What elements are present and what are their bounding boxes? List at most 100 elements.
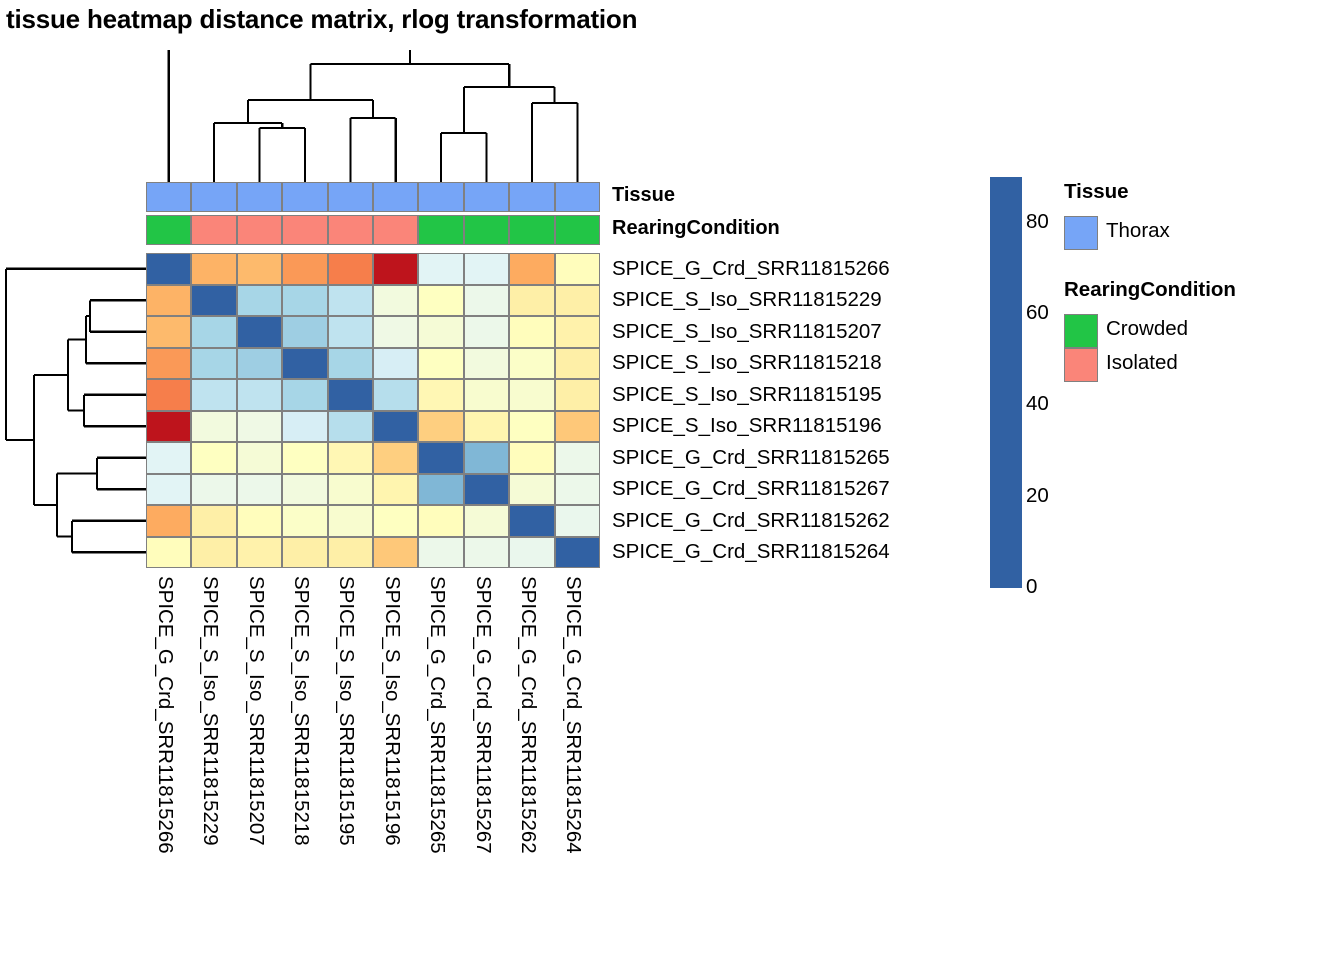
heatmap-cell (236, 253, 283, 285)
heatmap-cell (191, 442, 237, 474)
heatmap-cell (373, 442, 419, 474)
legend-swatch-thorax (1064, 216, 1098, 250)
colorbar-tick-label: 40 (1026, 392, 1049, 416)
heatmap-cell (463, 473, 510, 505)
heatmap-cell (554, 379, 600, 411)
heatmap-cell (327, 253, 373, 285)
heatmap-cell (236, 442, 283, 474)
heatmap-cell (191, 379, 237, 411)
annotation-cell-tissue (282, 182, 328, 212)
heatmap-cell (509, 316, 555, 348)
heatmap-cell (282, 536, 328, 568)
heatmap-cell (146, 473, 192, 505)
annotation-cell-tissue (509, 182, 555, 212)
annotation-cell-tissue (418, 182, 464, 212)
annotation-cell-rearingcondition (418, 215, 464, 245)
heatmap-cell (554, 316, 600, 348)
heatmap-cell (418, 379, 464, 411)
annotation-cell-tissue (191, 182, 237, 212)
heatmap-cell (373, 536, 419, 568)
legend-label-crowded: Crowded (1106, 317, 1189, 340)
row-label: SPICE_G_Crd_SRR11815264 (612, 540, 890, 564)
heatmap-cell (191, 473, 237, 505)
heatmap-cell (236, 410, 283, 442)
annotation-cell-rearingcondition (509, 215, 555, 245)
heatmap-cell (282, 284, 328, 316)
annotation-cell-rearingcondition (554, 215, 600, 245)
legend-label-thorax: Thorax (1106, 219, 1170, 242)
legend-label-isolated: Isolated (1106, 351, 1178, 374)
heatmap-cell (282, 316, 328, 348)
heatmap-cell (418, 473, 464, 505)
heatmap-cell (418, 316, 464, 348)
legend-swatch-isolated (1064, 348, 1098, 382)
heatmap-cell (373, 505, 419, 537)
column-label: SPICE_S_Iso_SRR11815195 (335, 576, 359, 846)
heatmap-cell (463, 379, 510, 411)
heatmap-cell (463, 505, 510, 537)
heatmap-cell (554, 505, 600, 537)
heatmap-cell (554, 347, 600, 379)
heatmap-cell (191, 347, 237, 379)
annotation-cell-tissue (463, 182, 510, 212)
heatmap-cell (146, 536, 192, 568)
heatmap-cell (373, 347, 419, 379)
heatmap-cell (327, 410, 373, 442)
heatmap-cell (463, 410, 510, 442)
colorbar-tick-label: 20 (1026, 483, 1049, 507)
heatmap-cell (236, 284, 283, 316)
heatmap-cell (509, 379, 555, 411)
heatmap-cell (327, 284, 373, 316)
heatmap-cell (373, 473, 419, 505)
heatmap-cell (146, 284, 192, 316)
column-label: SPICE_G_Crd_SRR11815265 (426, 576, 450, 854)
heatmap-cell (282, 253, 328, 285)
heatmap-cell (554, 536, 600, 568)
heatmap-cell (463, 284, 510, 316)
heatmap-cell (509, 505, 555, 537)
heatmap-cell (418, 442, 464, 474)
heatmap-cell (191, 316, 237, 348)
heatmap-cell (554, 253, 600, 285)
heatmap-cell (236, 473, 283, 505)
heatmap-cell (509, 284, 555, 316)
heatmap-cell (191, 536, 237, 568)
heatmap-cell (554, 284, 600, 316)
heatmap-cell (373, 379, 419, 411)
heatmap-cell (418, 505, 464, 537)
heatmap-cell (327, 473, 373, 505)
colorbar-tick-label: 60 (1026, 301, 1049, 324)
annotation-cell-rearingcondition (146, 215, 192, 245)
row-label: SPICE_S_Iso_SRR11815207 (612, 319, 882, 343)
heatmap-cell (191, 410, 237, 442)
column-label: SPICE_S_Iso_SRR11815218 (289, 576, 313, 846)
row-label: SPICE_S_Iso_SRR11815196 (612, 414, 882, 438)
annotation-bar-tissue (146, 182, 600, 212)
page-title: tissue heatmap distance matrix, rlog tra… (6, 4, 638, 34)
heatmap-cell (282, 473, 328, 505)
annotation-cell-rearingcondition (282, 215, 328, 245)
heatmap-cell (282, 505, 328, 537)
legend-title-tissue: Tissue (1064, 180, 1129, 203)
annotation-cell-rearingcondition (191, 215, 237, 245)
heatmap-cell (373, 284, 419, 316)
heatmap-cell (327, 316, 373, 348)
heatmap-cell (418, 253, 464, 285)
row-dendrogram (4, 267, 146, 554)
heatmap-cell (554, 410, 600, 442)
heatmap-cell (236, 379, 283, 411)
colorbar-tick-label: 80 (1026, 209, 1049, 233)
heatmap-cell (327, 379, 373, 411)
column-label: SPICE_S_Iso_SRR11815207 (244, 576, 268, 846)
annotation-cell-rearingcondition (327, 215, 373, 245)
heatmap-cell (373, 410, 419, 442)
heatmap-cell (554, 473, 600, 505)
heatmap-cell (418, 284, 464, 316)
row-label: SPICE_S_Iso_SRR11815229 (612, 288, 882, 312)
heatmap-cell (327, 442, 373, 474)
heatmap-cell (418, 347, 464, 379)
annotation-cell-tissue (327, 182, 373, 212)
column-label: SPICE_S_Iso_SRR11815229 (199, 576, 223, 846)
legend-swatch-crowded (1064, 314, 1098, 348)
